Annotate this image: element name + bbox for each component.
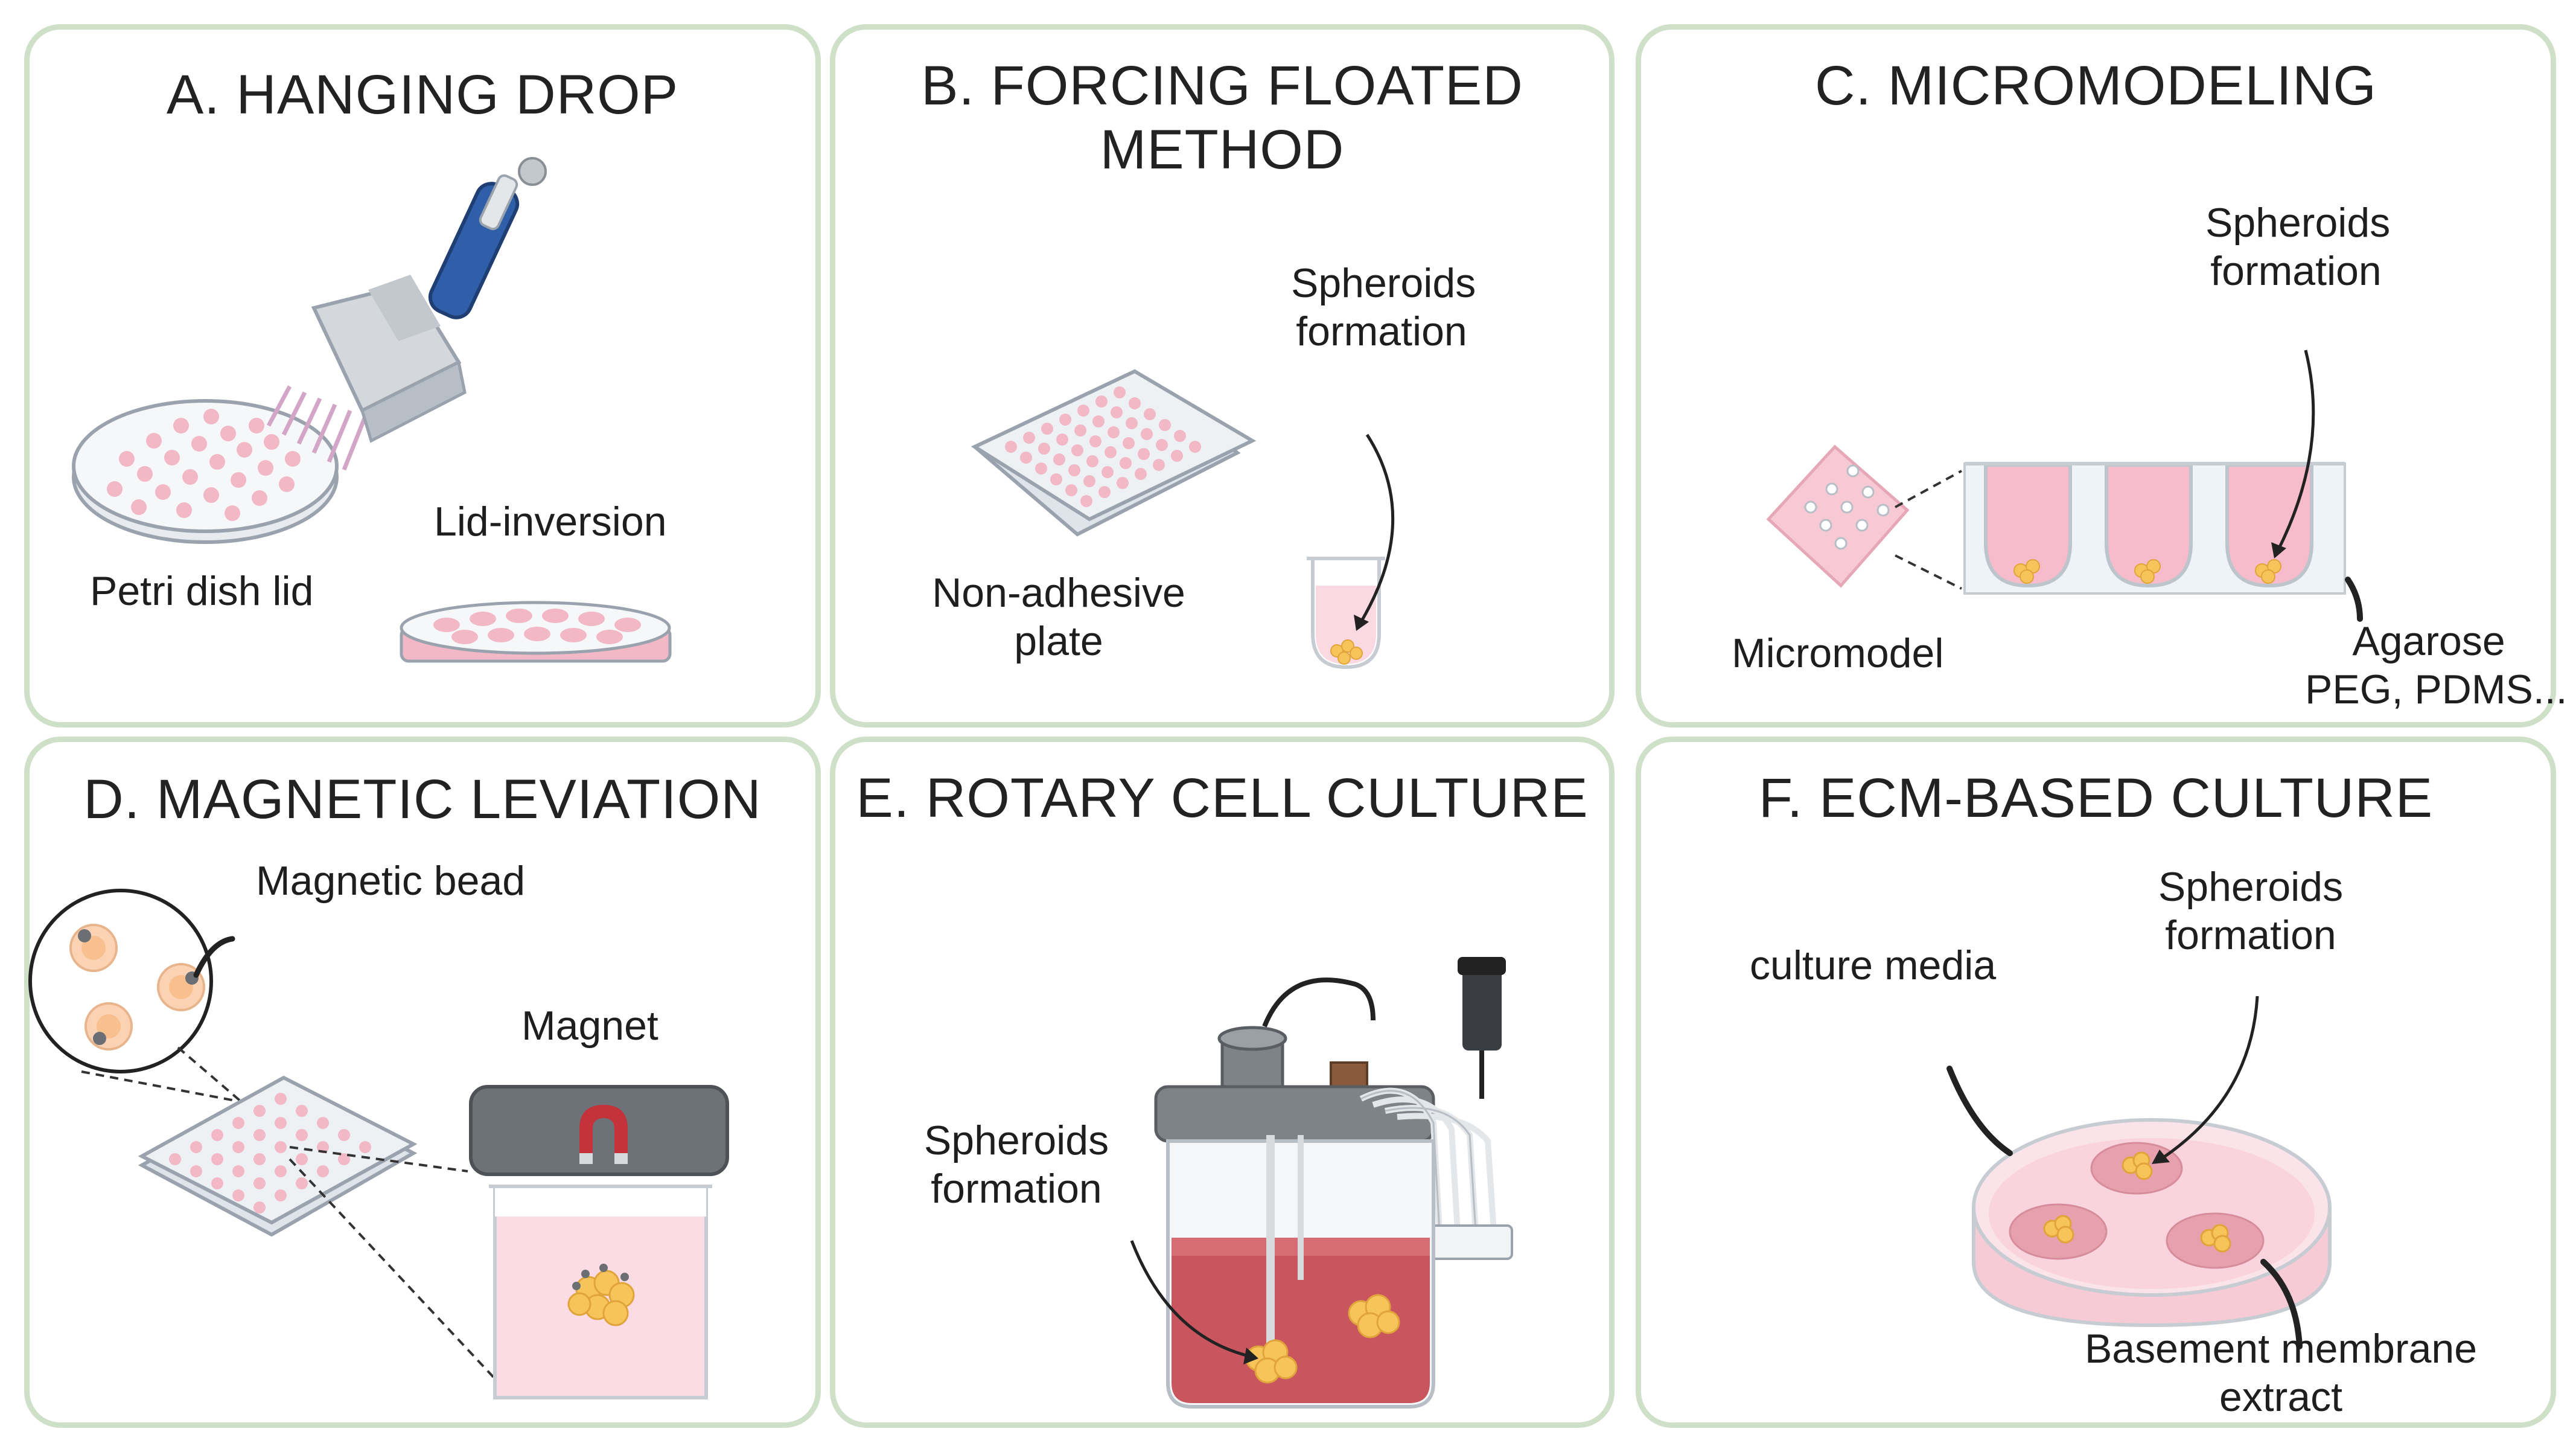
label-magnetic-bead: Magnetic bead	[256, 858, 526, 904]
label-magnet: Magnet	[521, 1003, 658, 1049]
label-membrane-2: extract	[2219, 1374, 2343, 1420]
spheroids	[1245, 1294, 1400, 1384]
magnetic-leviation-illustration	[28, 889, 729, 1399]
label-spheroids-e-2: formation	[931, 1166, 1102, 1212]
u-bottom-well	[1307, 557, 1385, 670]
ecm-culture-illustration	[1946, 996, 2332, 1349]
panel-title: C. MICROMODELING	[1815, 55, 2377, 117]
label-petri-dish-lid: Petri dish lid	[90, 568, 314, 614]
label-culture-media: culture media	[1750, 942, 1997, 988]
magnet	[469, 1085, 729, 1176]
panel-title: F. ECM-BASED CULTURE	[1758, 767, 2434, 829]
plate-wells	[1005, 386, 1201, 507]
microwell-array	[1963, 462, 2346, 595]
culture-dish	[1972, 1118, 2332, 1328]
rotary-culture-illustration	[1130, 957, 1513, 1409]
label-spheroids-f-1: Spheroids	[2158, 864, 2344, 910]
label-spheroids-e-1: Spheroids	[923, 1118, 1109, 1163]
arrow-to-spheroid	[2277, 350, 2315, 551]
agarose-pointer	[2345, 577, 2363, 622]
forcing-floated-illustration	[971, 369, 1395, 670]
label-agarose-2: PEG, PDMS...	[2305, 667, 2568, 712]
multichannel-pipette	[266, 157, 547, 471]
micromodel-chip	[1766, 444, 1910, 588]
panel-title: D. MAGNETIC LEVIATION	[83, 769, 762, 830]
arrow-to-spheroid	[2160, 996, 2259, 1161]
beaker	[489, 1185, 712, 1399]
label-spheroids-b-1: Spheroids	[1291, 260, 1476, 306]
micromodeling-illustration	[1766, 350, 2363, 622]
label-micromodel: Micromodel	[1732, 630, 1944, 676]
label-spheroids-c-2: formation	[2210, 248, 2382, 294]
inverted-lid	[400, 601, 672, 663]
arrow-to-spheroid	[1359, 433, 1395, 623]
panel-magnetic-leviation: D. MAGNETIC LEVIATION	[24, 737, 821, 1428]
non-adhesive-plate	[971, 369, 1257, 537]
panel-forcing-floated: B. FORCING FLOATED METHOD	[830, 24, 1615, 728]
media-pointer	[1946, 1066, 2013, 1156]
zoom-circle	[28, 889, 235, 1073]
label-lid-inversion: Lid-inversion	[434, 499, 667, 545]
label-spheroids-f-2: formation	[2165, 912, 2336, 958]
panel-title: E. ROTARY CELL CULTURE	[856, 767, 1589, 829]
membrane-pointer	[2260, 1259, 2303, 1349]
culture-vessel	[1166, 1135, 1435, 1409]
panel-rotary-cell-culture: E. ROTARY CELL CULTURE	[830, 737, 1615, 1428]
well-plate	[138, 1075, 418, 1237]
hanging-drop-illustration	[72, 157, 672, 663]
spheroids	[2043, 1151, 2231, 1253]
panel-title: A. HANGING DROP	[166, 64, 679, 126]
label-spheroids-b-2: formation	[1296, 309, 1467, 354]
panel-title-line2: METHOD	[1100, 119, 1345, 181]
spheroid	[1330, 639, 1363, 665]
spheroids	[2013, 559, 2281, 584]
label-plate-b-2: plate	[1014, 618, 1103, 664]
tube-connector	[1458, 957, 1506, 1051]
panel-title-line1: B. FORCING FLOATED	[921, 55, 1523, 117]
petri-dish-lid	[72, 399, 339, 544]
label-agarose-1: Agarose	[2352, 618, 2505, 664]
label-plate-b-1: Non-adhesive	[932, 570, 1185, 616]
label-membrane-1: Basement membrane	[2084, 1326, 2478, 1372]
panel-hanging-drop: A. HANGING DROP	[24, 24, 821, 728]
panel-micromodeling: C. MICROMODELING	[1636, 24, 2568, 728]
panel-ecm-based-culture: F. ECM-BASED CULTURE culture media Spher…	[1636, 737, 2556, 1428]
arrow-to-spheroid	[1130, 1240, 1247, 1357]
label-spheroids-c-1: Spheroids	[2205, 200, 2391, 246]
bioreactor-lid	[1154, 1026, 1435, 1143]
